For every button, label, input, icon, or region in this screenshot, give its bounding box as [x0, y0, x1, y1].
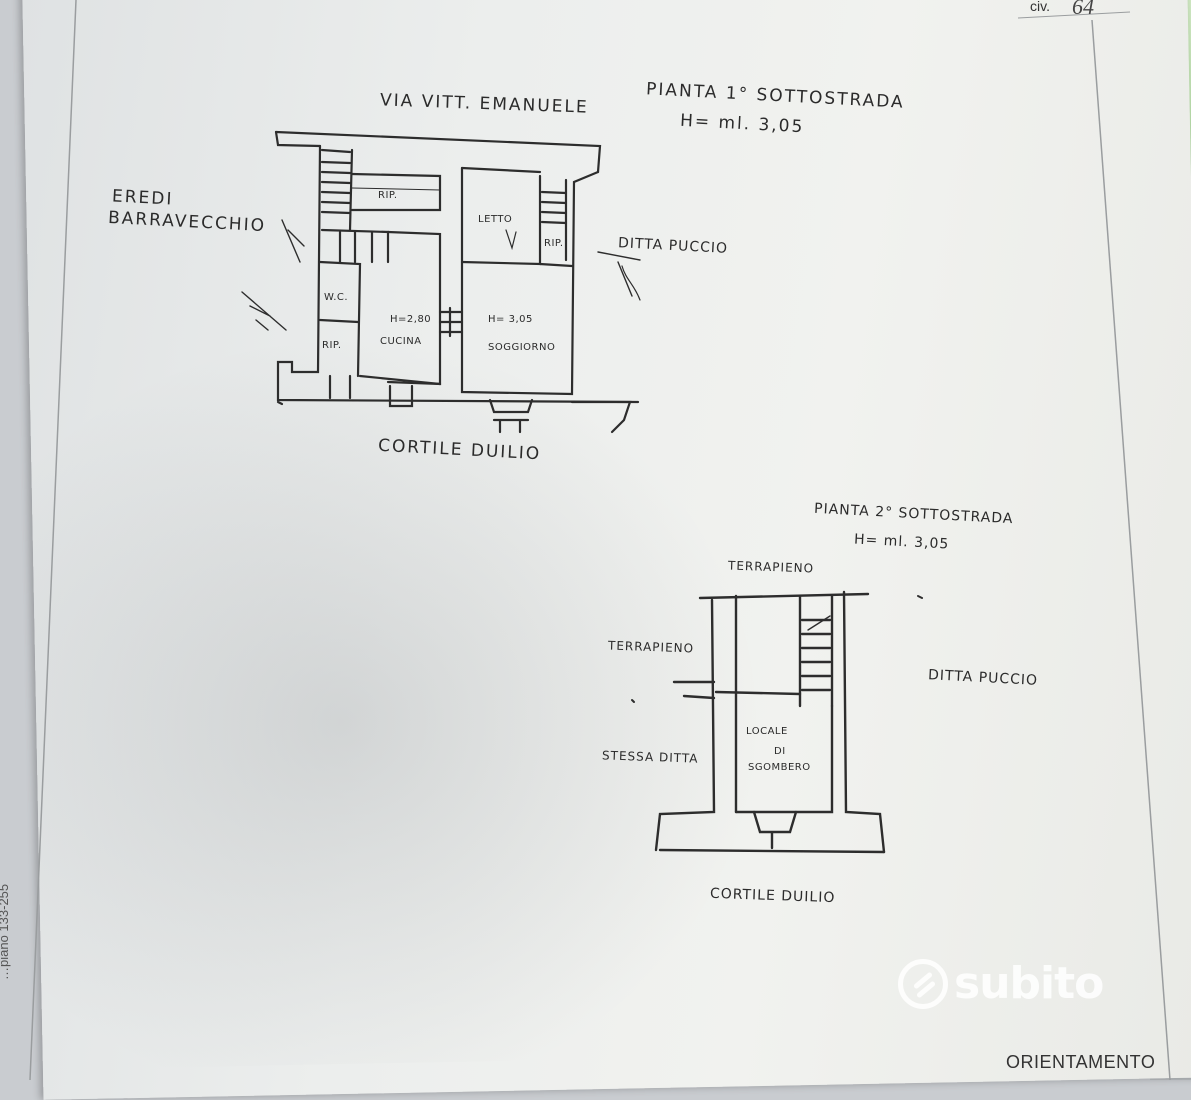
room-rip-small: RIP.	[544, 238, 564, 249]
room-rip-bottom: RIP.	[322, 340, 342, 351]
room-living: SOGGIORNO	[488, 342, 556, 353]
room-living-height: H= 3,05	[488, 314, 533, 325]
plan2-top-label: TERRAPIENO	[727, 558, 815, 576]
room-rip-top: RIP.	[378, 190, 398, 201]
room-kitchen-height: H=2,80	[390, 314, 432, 325]
plan2-room-line2: DI	[774, 746, 786, 757]
civ-number: 64	[1072, 0, 1094, 19]
plan2-room-line1: LOCALE	[746, 726, 788, 737]
edge-text: …piano 133-255	[0, 883, 11, 980]
plan2-left-top-label: TERRAPIENO	[607, 638, 695, 656]
watermark-text: subito	[954, 958, 1104, 1009]
subito-watermark: subito	[898, 958, 1104, 1009]
room-letto: LETTO	[478, 214, 513, 225]
plan2-room-line3: SGOMBERO	[748, 762, 811, 773]
plan1-left-neighbor-line1: EREDI	[111, 186, 174, 210]
civ-label: civ.	[1030, 0, 1050, 14]
room-wc: W.C.	[324, 292, 349, 303]
subito-logo-icon	[898, 958, 948, 1009]
orientation-label: ORIENTAMENTO	[1006, 1052, 1156, 1072]
room-kitchen: CUCINA	[380, 336, 422, 347]
